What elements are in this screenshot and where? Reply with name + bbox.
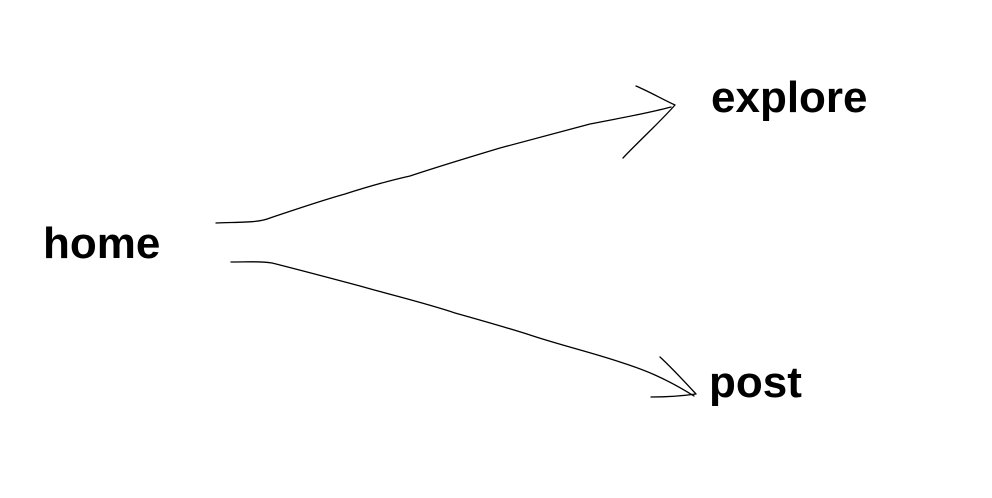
node-home-label: home [43,219,161,268]
edge-home-post [230,261,695,397]
edge-home-explore [215,106,672,224]
edge-home-explore-arrowhead [622,85,676,159]
node-explore-label: explore [711,73,868,122]
edge-home-post-arrowhead [650,356,697,398]
node-post-label: post [709,358,802,407]
